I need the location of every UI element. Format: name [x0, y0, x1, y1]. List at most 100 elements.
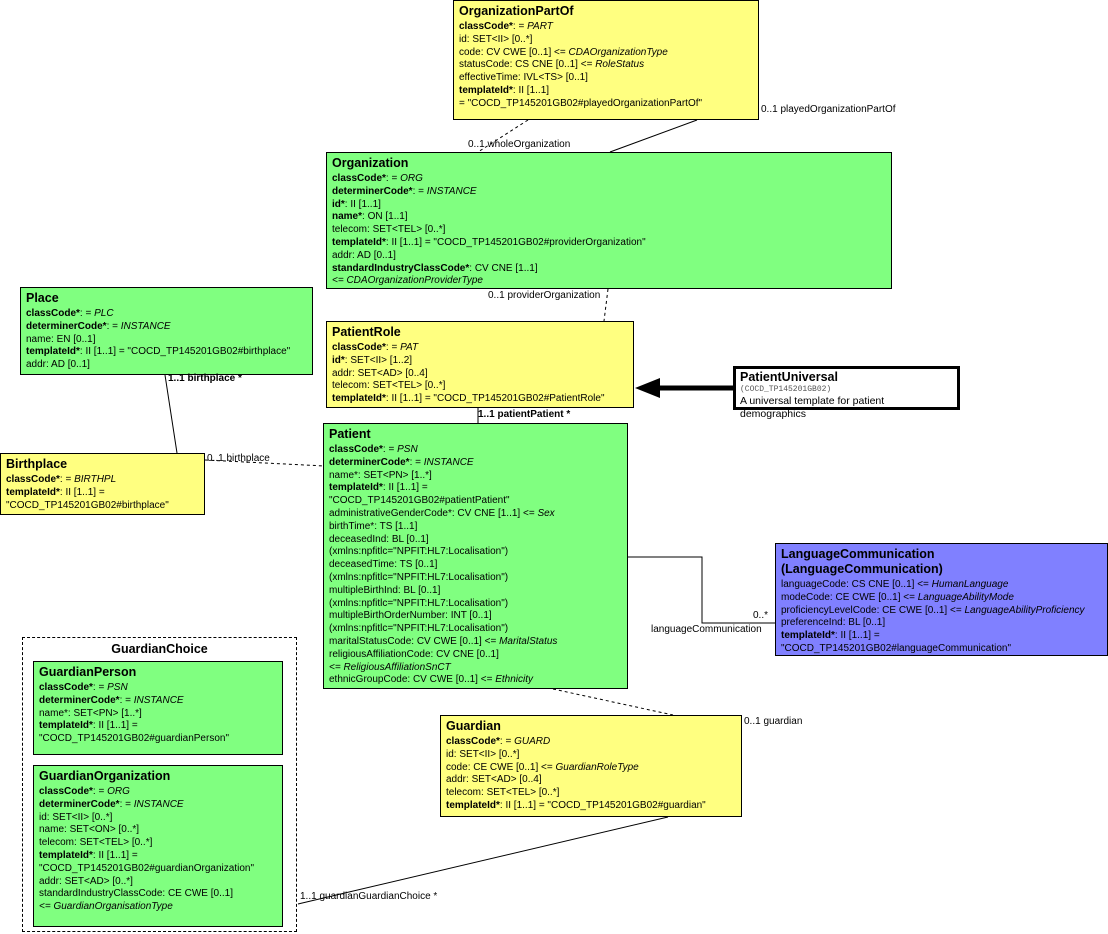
class-title: GuardianPerson — [39, 665, 137, 679]
attribute-name: classCode* — [459, 21, 513, 32]
attribute-name: modeCode — [781, 591, 830, 603]
attribute-type: = "COCD_TP145201GB02#playedOrganizationP… — [459, 97, 703, 109]
attribute-type: : CE CWE [0..1] <= — [876, 604, 965, 616]
attribute-row: name: EN [0..1] — [26, 334, 307, 347]
line-guardian-choice — [297, 816, 669, 905]
attribute-vocabulary: <= CDAOrganizationProviderType — [332, 275, 483, 287]
attribute-row: classCode*: = BIRTHPL — [6, 474, 199, 487]
attribute-row: classCode*: = ORG — [332, 173, 886, 186]
attribute-name: templateId* — [332, 236, 386, 248]
attribute-name: ethnicGroupCode — [329, 674, 408, 686]
attribute-type: "COCD_TP145201GB02#guardianPerson" — [39, 733, 229, 745]
attribute-type: : II [1..1] — [344, 198, 381, 210]
attribute-name: determinerCode* — [332, 185, 413, 197]
attribute-row: "COCD_TP145201GB02#languageCommunication… — [781, 643, 1102, 656]
attribute-name: id — [446, 748, 454, 760]
attribute-type: : BL [0..1] — [842, 617, 886, 629]
attribute-name: classCode* — [6, 474, 60, 485]
attribute-row: "COCD_TP145201GB02#patientPatient" — [329, 495, 622, 508]
attribute-row: id*: II [1..1] — [332, 199, 886, 212]
attribute-type: : = — [119, 798, 134, 810]
attribute-row: templateId*: II [1..1] = — [781, 630, 1102, 643]
attribute-row: name*: SET<PN> [1..*] — [39, 708, 277, 721]
class-title: Guardian — [446, 719, 501, 733]
attribute-row: classCode*: = PSN — [39, 682, 277, 695]
attribute-type: : CS CNE [0..1] <= — [509, 59, 596, 71]
attribute-vocabulary: HumanLanguage — [931, 579, 1009, 590]
attribute-name: addr — [39, 875, 60, 887]
attribute-row: (xmlns:npfitlc="NPFIT:HL7:Localisation") — [329, 598, 622, 611]
attribute-type: : = — [385, 342, 401, 353]
attribute-name: id* — [332, 198, 345, 210]
attribute-type: : AD [0..1] — [46, 359, 90, 371]
attribute-name: standardIndustryClassCode — [39, 888, 163, 900]
attribute-name: religiousAffiliationCode — [329, 648, 431, 660]
attribute-type: : BL [0..1] — [386, 533, 429, 545]
attribute-type: : = — [79, 308, 95, 319]
attribute-name: templateId* — [332, 393, 386, 405]
attribute-vocabulary: ORG — [400, 173, 423, 184]
attribute-name: name* — [39, 707, 68, 719]
attribute-type: : SET<II> [1..2] — [344, 354, 413, 366]
arrowhead-icon — [635, 378, 660, 398]
attribute-row: standardIndustryClassCode: CE CWE [0..1] — [39, 888, 277, 901]
attribute-type: : = — [119, 694, 134, 706]
attribute-row: code: CE CWE [0..1] <= GuardianRoleType — [446, 762, 736, 775]
attribute-row: determinerCode*: = INSTANCE — [26, 321, 307, 334]
attribute-type: : CV CNE [0..1] — [430, 648, 499, 660]
label-language-multiplicity: 0..* — [753, 610, 769, 621]
attribute-type: : TS [1..1] — [374, 520, 418, 532]
attribute-vocabulary: BIRTHPL — [74, 474, 117, 485]
attribute-type: "COCD_TP145201GB02#birthplace" — [6, 499, 169, 511]
attribute-type: : CV CNE [1..1] — [469, 262, 538, 274]
line-provider-organization — [603, 288, 609, 322]
attribute-row: templateId*: II [1..1] = — [39, 720, 277, 733]
label-guardian-guardian-choice: 1..1 guardianGuardianChoice * — [300, 891, 438, 902]
attribute-row: templateId*: II [1..1] = "COCD_TP145201G… — [332, 237, 886, 250]
patient-universal-desc: A universal template for patient demogra… — [740, 395, 885, 420]
class-title: Birthplace — [6, 457, 68, 471]
attribute-name: templateId* — [39, 720, 93, 732]
attribute-type: : AD [0..1] — [352, 249, 396, 261]
attribute-row: classCode*: = PAT — [332, 342, 628, 355]
attribute-name: id — [39, 811, 47, 823]
class-title: OrganizationPartOf — [459, 4, 574, 18]
attribute-name: telecom — [332, 380, 368, 392]
attribute-vocabulary: INSTANCE — [426, 185, 477, 197]
attribute-row: templateId*: II [1..1] = — [39, 850, 277, 863]
attribute-row: "COCD_TP145201GB02#birthplace" — [6, 500, 199, 513]
line-played-organization-part-of — [609, 119, 698, 153]
attribute-row: standardIndustryClassCode*: CV CNE [1..1… — [332, 263, 886, 276]
attribute-row: proficiencyLevelCode: CE CWE [0..1] <= L… — [781, 605, 1102, 618]
attribute-vocabulary: GuardianRoleType — [555, 761, 639, 773]
attribute-type: : II [1..1] = — [834, 630, 880, 642]
attribute-row: <= GuardianOrganisationType — [39, 901, 277, 914]
attribute-name: templateId* — [329, 482, 383, 494]
attribute-name: templateId* — [6, 486, 60, 498]
attribute-type: : = — [92, 682, 108, 693]
attribute-row: templateId*: II [1..1] = — [6, 487, 199, 500]
attribute-row: determinerCode*: = INSTANCE — [39, 799, 277, 812]
attribute-vocabulary: RoleStatus — [595, 59, 645, 71]
attribute-type: : SET<TEL> [0..*] — [367, 380, 446, 392]
attribute-name: templateId* — [446, 799, 500, 811]
attribute-name: telecom — [332, 224, 368, 236]
attribute-vocabulary: MaritalStatus — [499, 635, 558, 647]
attribute-type: : CV CWE [0..1] <= — [480, 46, 569, 58]
attribute-row: telecom: SET<TEL> [0..*] — [39, 837, 277, 850]
attribute-row: (xmlns:npfitlc="NPFIT:HL7:Localisation") — [329, 623, 622, 636]
attribute-type: : II [1..1] = "COCD_TP145201GB02#provide… — [385, 236, 646, 248]
attribute-type: : II [1..1] = "COCD_TP145201GB02#Patient… — [385, 393, 605, 405]
attribute-type: : CV CWE [0..1] <= — [407, 674, 496, 686]
attribute-name: classCode* — [332, 342, 386, 353]
attribute-row: telecom: SET<TEL> [0..*] — [332, 224, 886, 237]
attribute-row: classCode*: = PLC — [26, 308, 307, 321]
attribute-name: proficiencyLevelCode — [781, 604, 877, 616]
attribute-row: telecom: SET<TEL> [0..*] — [446, 787, 736, 800]
